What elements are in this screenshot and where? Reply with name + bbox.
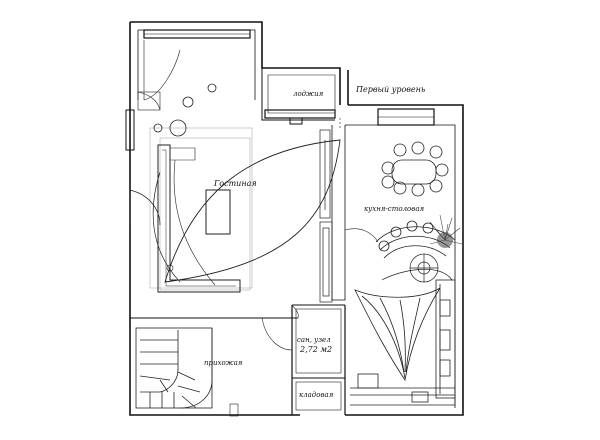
wall-top-inner bbox=[138, 29, 256, 100]
window-loggia bbox=[264, 109, 336, 125]
round-table bbox=[169, 119, 187, 137]
shelf-unit bbox=[319, 129, 333, 303]
wall-left bbox=[129, 22, 300, 416]
dining-set bbox=[381, 141, 449, 197]
label-bathroom-area: 2,72 м2 bbox=[299, 345, 332, 354]
coffee-table bbox=[205, 189, 231, 235]
leaf-curve bbox=[164, 139, 341, 283]
window-kitchen bbox=[377, 108, 435, 126]
kitchen-leaf bbox=[354, 287, 441, 382]
living-room bbox=[137, 40, 341, 293]
wall-kitchen-top-inner bbox=[345, 124, 456, 408]
kitchen-counter bbox=[350, 279, 456, 406]
label-level: Первый уровень bbox=[355, 85, 425, 94]
wall-column bbox=[331, 125, 346, 301]
door-kitchen bbox=[344, 228, 379, 243]
staircase bbox=[135, 327, 213, 409]
walls bbox=[129, 21, 464, 416]
window-left bbox=[125, 109, 135, 151]
living-area-outline bbox=[149, 127, 253, 289]
label-living-room: Гостиная bbox=[213, 179, 257, 188]
sofa bbox=[157, 144, 241, 293]
label-kitchen-dining: кухня-столовая bbox=[364, 205, 424, 213]
label-hallway: прихожая bbox=[204, 359, 243, 367]
bathroom-fixtures bbox=[295, 308, 342, 411]
window-living bbox=[143, 29, 251, 39]
label-storage: кладовая bbox=[299, 391, 334, 399]
dining-table bbox=[391, 159, 437, 185]
plant bbox=[429, 214, 463, 248]
wall-loggia bbox=[261, 68, 335, 121]
kitchen-island bbox=[381, 253, 453, 283]
wall-kitchen-top bbox=[345, 104, 464, 416]
label-bathroom: сан, узел bbox=[297, 336, 331, 344]
label-loggia: лоджия bbox=[293, 90, 324, 98]
door-left bbox=[129, 189, 161, 226]
